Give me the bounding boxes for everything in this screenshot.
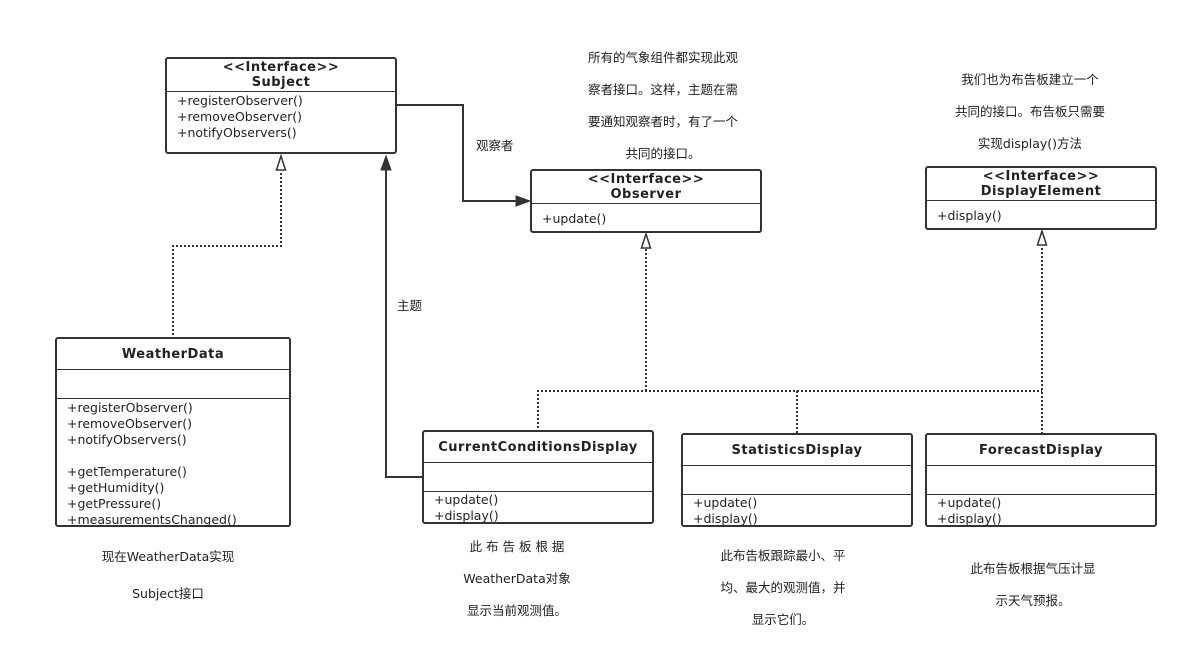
method: +display() — [434, 508, 499, 523]
class-display-element[interactable]: <<Interface>> DisplayElement +display() — [925, 166, 1157, 230]
realization-arrowhead-displayelement — [1036, 228, 1048, 246]
note-line: 所有的气象组件都实现此观 — [587, 50, 738, 65]
realization-weatherdata-subject — [172, 171, 282, 339]
association-subject-observer — [396, 104, 518, 202]
association-display-subject — [385, 168, 423, 478]
association-arrowhead-subject — [380, 154, 392, 171]
class-header: ForecastDisplay — [927, 435, 1155, 466]
methods-section: +registerObserver() +removeObserver() +n… — [57, 399, 289, 528]
class-name: WeatherData — [121, 346, 225, 362]
method: +display() — [937, 208, 1002, 223]
note-observer: 所有的气象组件都实现此观 察者接口。这样，主题在需 要通知观察者时，有了一个 共… — [563, 42, 763, 170]
note-statistics: 此布告板跟踪最小、平 均、最大的观测值，并 显示它们。 — [683, 540, 883, 636]
realization-displays-observer — [537, 249, 1042, 434]
method: +getPressure() — [67, 496, 162, 511]
class-forecast-display[interactable]: ForecastDisplay +update() +display() — [925, 433, 1157, 527]
method: +notifyObservers() — [177, 125, 297, 140]
methods-section: +display() — [927, 201, 1155, 224]
method: +registerObserver() — [177, 93, 303, 108]
methods-section: +update() — [532, 204, 760, 227]
class-header: <<Interface>> DisplayElement — [927, 168, 1155, 201]
class-name: DisplayElement — [980, 184, 1102, 199]
note-weather-data: 现在WeatherData实现 Subject接口 — [68, 541, 268, 610]
method-spacer — [57, 448, 289, 464]
class-name: ForecastDisplay — [978, 442, 1104, 458]
edge-label-subject: 主题 — [397, 298, 423, 313]
note-line: 此布告板根据气压计显 — [970, 561, 1096, 576]
edge-label-observers: 观察者 — [476, 138, 514, 153]
method: +display() — [937, 511, 1002, 526]
note-line: 示天气预报。 — [995, 593, 1071, 608]
note-line: 现在WeatherData实现 — [101, 549, 235, 564]
note-line: 此 布 告 板 根 据 — [469, 539, 565, 554]
method: +update() — [693, 495, 758, 510]
method: +update() — [937, 495, 1002, 510]
note-line: 均、最大的观测值，并 — [720, 580, 846, 595]
class-subject[interactable]: <<Interface>> Subject +registerObserver(… — [165, 57, 397, 154]
class-header: <<Interface>> Observer — [532, 171, 760, 204]
attributes-section — [927, 466, 1155, 495]
class-name: CurrentConditionsDisplay — [438, 439, 638, 455]
class-weather-data[interactable]: WeatherData +registerObserver() +removeO… — [55, 337, 291, 527]
class-current-conditions-display[interactable]: CurrentConditionsDisplay +update() +disp… — [422, 430, 654, 524]
class-observer[interactable]: <<Interface>> Observer +update() — [530, 169, 762, 233]
class-header: CurrentConditionsDisplay — [424, 432, 652, 463]
note-line: WeatherData对象 — [463, 571, 571, 586]
note-line: 实现display()方法 — [977, 136, 1083, 151]
note-line: 共同的接口。布告板只需要 — [954, 104, 1105, 119]
method: +registerObserver() — [67, 400, 193, 415]
class-name: Observer — [610, 187, 682, 202]
attributes-section — [424, 463, 652, 492]
attributes-section — [57, 370, 289, 399]
note-line: 显示它们。 — [751, 612, 815, 627]
class-header: WeatherData — [57, 339, 289, 370]
stereotype-label: <<Interface>> — [982, 169, 1100, 184]
note-line: 我们也为布告板建立一个 — [961, 72, 1099, 87]
note-line: 要通知观察者时，有了一个 — [587, 114, 738, 129]
realization-arrowhead-observer — [640, 231, 652, 249]
method: +getHumidity() — [67, 480, 165, 495]
method: +update() — [434, 492, 499, 507]
note-line: 显示当前观测值。 — [466, 603, 567, 618]
methods-section: +update() +display() — [683, 495, 911, 527]
attributes-section — [683, 466, 911, 495]
class-name: Subject — [251, 75, 311, 90]
note-line: Subject接口 — [132, 586, 204, 601]
methods-section: +update() +display() — [927, 495, 1155, 527]
note-display-element: 我们也为布告板建立一个 共同的接口。布告板只需要 实现display()方法 — [930, 64, 1130, 160]
method: +update() — [542, 211, 607, 226]
realization-arrowhead-subject — [275, 153, 287, 171]
class-header: StatisticsDisplay — [683, 435, 911, 466]
association-arrowhead-observer — [515, 195, 532, 207]
class-name: StatisticsDisplay — [731, 442, 863, 458]
note-line: 此布告板跟踪最小、平 — [720, 548, 846, 563]
method: +notifyObservers() — [67, 432, 187, 447]
note-forecast: 此布告板根据气压计显 示天气预报。 — [933, 553, 1133, 617]
method: +measurementsChanged() — [67, 512, 237, 527]
method: +getTemperature() — [67, 464, 187, 479]
method: +display() — [693, 511, 758, 526]
note-line: 察者接口。这样，主题在需 — [587, 82, 738, 97]
stereotype-label: <<Interface>> — [587, 172, 705, 187]
class-statistics-display[interactable]: StatisticsDisplay +update() +display() — [681, 433, 913, 527]
methods-section: +registerObserver() +removeObserver() +n… — [167, 92, 395, 141]
method: +removeObserver() — [67, 416, 193, 431]
method: +removeObserver() — [177, 109, 303, 124]
methods-section: +update() +display() — [424, 492, 652, 524]
note-current-conditions: 此 布 告 板 根 据 WeatherData对象 显示当前观测值。 — [417, 531, 617, 627]
note-line: 共同的接口。 — [625, 146, 701, 161]
stereotype-label: <<Interface>> — [222, 60, 340, 75]
class-header: <<Interface>> Subject — [167, 59, 395, 92]
